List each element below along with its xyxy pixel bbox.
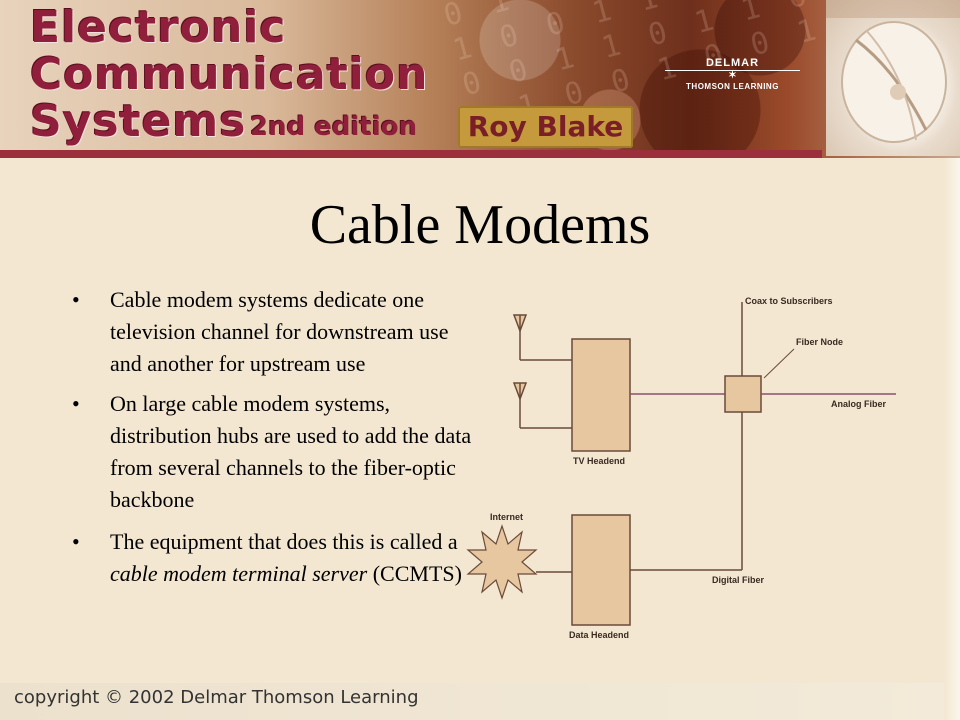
- footer-bar: copyright © 2002 Delmar Thomson Learning: [0, 683, 944, 720]
- bullet-item: • Cable modem systems dedicate one telev…: [72, 284, 472, 380]
- antenna-icon: [512, 314, 572, 361]
- book-title-line-1: Electronic: [30, 2, 287, 53]
- bullet-icon: •: [72, 529, 80, 554]
- publisher-name-bottom: THOMSON LEARNING: [686, 82, 779, 91]
- cover-photo-satellite-dish: [826, 0, 960, 156]
- book-edition: 2nd edition: [250, 112, 418, 142]
- right-edge-strip: [944, 158, 960, 720]
- bullet-item: • On large cable modem systems, distribu…: [72, 388, 472, 516]
- publisher-star-icon: ✶: [665, 70, 800, 81]
- copyright-text: copyright © 2002 Delmar Thomson Learning: [14, 687, 419, 708]
- publisher-name-top: DELMAR: [705, 57, 760, 69]
- cable-network-diagram: TV Headend Analog Fiber Coax to Subscrib…: [466, 296, 896, 640]
- tv-headend-box: [571, 338, 631, 452]
- book-title-line-2: Communication: [30, 49, 429, 100]
- bullet-term: cable modem terminal server: [110, 561, 368, 586]
- fiber-node-pointer: [763, 348, 795, 379]
- bullet-list: • Cable modem systems dedicate one telev…: [72, 284, 472, 592]
- slide-title: Cable Modems: [309, 194, 651, 256]
- digital-fiber-label: Digital Fiber: [712, 575, 765, 585]
- bullet-text: Cable modem systems dedicate one televis…: [110, 287, 449, 376]
- bullet-icon: •: [72, 391, 80, 416]
- data-headend-label: Data Headend: [569, 630, 629, 640]
- coax-label: Coax to Subscribers: [745, 296, 833, 306]
- book-author: Roy Blake: [458, 106, 633, 148]
- internet-starburst-icon: [466, 524, 538, 600]
- internet-label: Internet: [490, 512, 523, 522]
- tv-headend-label: TV Headend: [573, 456, 625, 466]
- book-banner: 0 1 1 0 0 1 0 1 1 0 0 1 1 0 1 0 0 0 1 1 …: [0, 0, 960, 158]
- book-title-line-3: Systems: [30, 96, 247, 147]
- bullet-icon: •: [72, 287, 80, 312]
- bullet-text-part: (CCMTS): [367, 561, 462, 586]
- analog-fiber-label: Analog Fiber: [831, 399, 886, 409]
- satellite-dish-icon: [826, 0, 960, 143]
- bullet-text: The equipment that does this is called a…: [110, 529, 462, 586]
- fiber-node-box: [724, 375, 762, 413]
- data-headend-box: [571, 514, 631, 626]
- fiber-node-label: Fiber Node: [796, 337, 843, 347]
- publisher-logo: DELMAR ✶ THOMSON LEARNING: [665, 57, 800, 91]
- antenna-icon: [512, 382, 572, 429]
- bullet-text: On large cable modem systems, distributi…: [110, 391, 472, 512]
- bullet-item: • The equipment that does this is called…: [72, 526, 472, 590]
- bullet-text-part: The equipment that does this is called a: [110, 529, 458, 554]
- banner-divider: [0, 150, 822, 158]
